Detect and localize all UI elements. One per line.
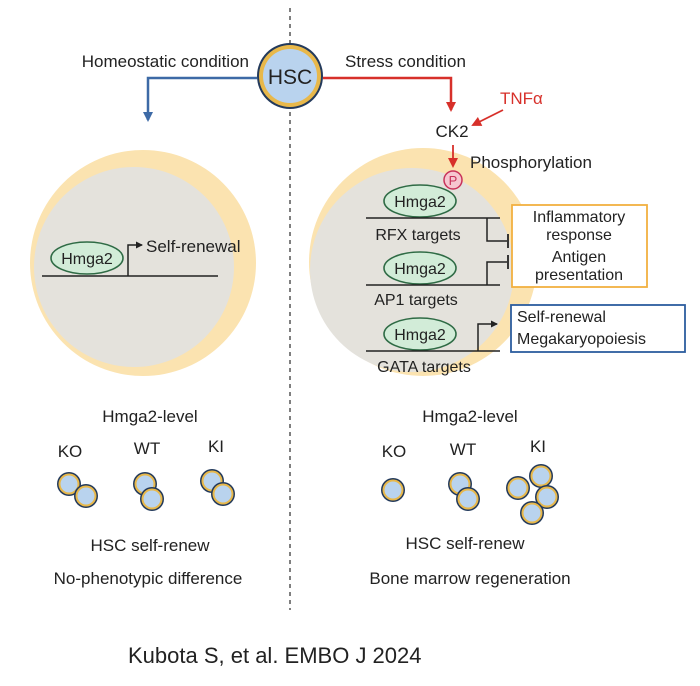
left-level-title: Hmga2-level [102, 407, 197, 426]
ck2-label: CK2 [435, 122, 468, 141]
activated-line-2: Megakaryopoiesis [517, 331, 646, 348]
gata-targets-label: GATA targets [377, 359, 471, 376]
tnf-alpha-label: TNFα [500, 89, 543, 108]
right-genotype-ko: KO [382, 442, 407, 461]
hmga2-label-rfx: Hmga2 [394, 194, 446, 211]
rfx-targets-label: RFX targets [375, 227, 460, 244]
repressed-programs-box [511, 204, 648, 288]
left-wt-cell-2 [140, 487, 164, 511]
repressed-line-3: Antigen [552, 249, 606, 266]
hsc-cell: HSC [257, 43, 323, 109]
left-ko-cell-2 [74, 484, 98, 508]
tnf-arrow [471, 109, 504, 126]
ap1-targets-label: AP1 targets [374, 292, 458, 309]
repressed-line-1: Inflammatory [533, 209, 625, 226]
hmga2-label-ap1: Hmga2 [394, 261, 446, 278]
right-ki-cell-4 [520, 501, 544, 525]
hmga2-oval [50, 241, 124, 275]
right-genotype-wt: WT [450, 440, 476, 459]
activated-line-1: Self-renewal [517, 309, 606, 326]
left-result-2: No-phenotypic difference [54, 569, 243, 588]
ap1-inhibition [486, 261, 507, 285]
promoter-arrow [127, 241, 143, 276]
right-level-title: Hmga2-level [422, 407, 517, 426]
left-genotype-ko: KO [58, 442, 83, 461]
right-result-1: HSC self-renew [405, 534, 525, 553]
right-ki-cell-1 [506, 476, 530, 500]
hmga2-label: Hmga2 [61, 251, 113, 268]
citation: Kubota S, et al. EMBO J 2024 [128, 643, 422, 668]
stress-arrow [323, 76, 456, 112]
homeostatic-arrow [143, 76, 257, 122]
stress-condition-label: Stress condition [345, 52, 466, 71]
phosphate-label: P [449, 173, 458, 188]
left-cell: Hmga2 Self-renewal [30, 150, 256, 376]
self-renewal-label: Self-renewal [146, 237, 241, 256]
hmga2-oval-gata [383, 317, 457, 351]
hsc-label: HSC [268, 66, 312, 89]
phosphorylation-label: Phosphorylation [470, 153, 592, 172]
right-result-2: Bone marrow regeneration [369, 569, 570, 588]
right-genotype-ki: KI [530, 437, 546, 456]
right-ko-cell-1 [381, 478, 405, 502]
repressed-line-4: presentation [535, 267, 623, 284]
hmga2-oval-rfx [383, 184, 457, 218]
phosphate-badge [443, 170, 463, 190]
hmga2-label-gata: Hmga2 [394, 327, 446, 344]
gata-activation-arrow [477, 320, 498, 351]
left-genotype-wt: WT [134, 439, 160, 458]
hmga2-oval-ap1 [383, 251, 457, 285]
left-ki-cell-2 [211, 482, 235, 506]
repressed-line-2: response [546, 227, 612, 244]
homeostatic-condition-label: Homeostatic condition [82, 52, 249, 71]
right-ki-cell-2 [529, 464, 553, 488]
activated-programs-box [510, 304, 686, 353]
rfx-inhibition [486, 218, 507, 242]
right-wt-cell-2 [456, 487, 480, 511]
left-result-1: HSC self-renew [90, 536, 210, 555]
left-genotype-ki: KI [208, 437, 224, 456]
